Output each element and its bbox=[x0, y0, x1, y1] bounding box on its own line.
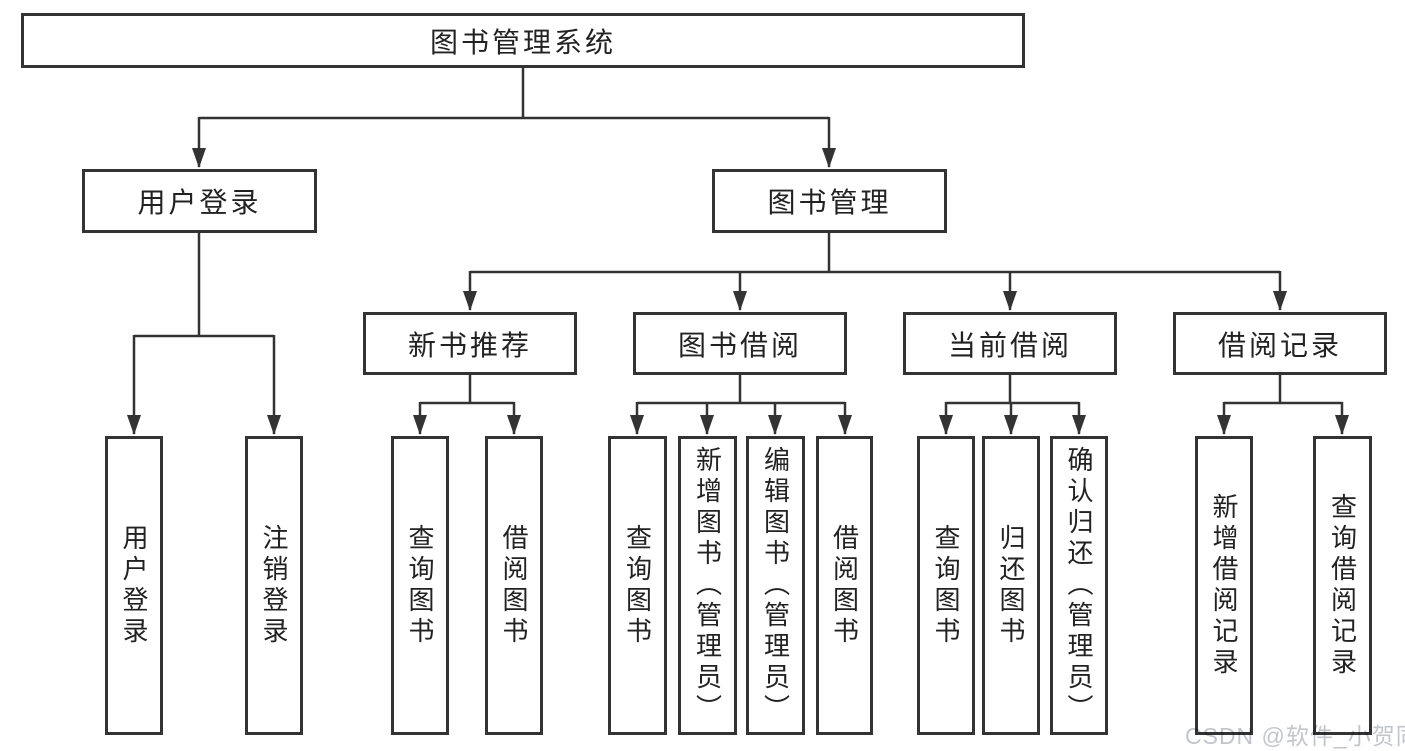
csdn-watermark: CSDN @软件_小贺同学 bbox=[1185, 723, 1405, 749]
node-new-book-recommend: 新书推荐 bbox=[363, 312, 577, 375]
node-user-login: 用户登录 bbox=[82, 169, 317, 233]
node-book-management: 图书管理 bbox=[712, 169, 947, 233]
leaf-query-borrow-record: 查询借阅记录 bbox=[1313, 436, 1372, 735]
node-current-borrow: 当前借阅 bbox=[903, 312, 1117, 375]
leaf-confirm-return-admin: 确认归还（管理员） bbox=[1050, 436, 1108, 735]
node-root-system: 图书管理系统 bbox=[21, 13, 1025, 68]
leaf-add-borrow-record: 新增借阅记录 bbox=[1195, 436, 1253, 735]
node-book-borrow: 图书借阅 bbox=[633, 312, 847, 375]
leaf-return-book: 归还图书 bbox=[982, 436, 1040, 735]
leaf-add-book-admin: 新增图书（管理员） bbox=[678, 436, 737, 735]
leaf-query-book-borrow: 查询图书 bbox=[608, 436, 667, 735]
leaf-query-book-recommend: 查询图书 bbox=[391, 436, 449, 735]
leaf-query-book-current: 查询图书 bbox=[917, 436, 975, 735]
leaf-logout: 注销登录 bbox=[245, 436, 303, 735]
leaf-edit-book-admin: 编辑图书（管理员） bbox=[746, 436, 805, 735]
node-borrow-records: 借阅记录 bbox=[1173, 312, 1387, 375]
leaf-borrow-book: 借阅图书 bbox=[816, 436, 873, 735]
leaf-user-login: 用户登录 bbox=[105, 436, 163, 735]
leaf-borrow-book-recommend: 借阅图书 bbox=[485, 436, 543, 735]
